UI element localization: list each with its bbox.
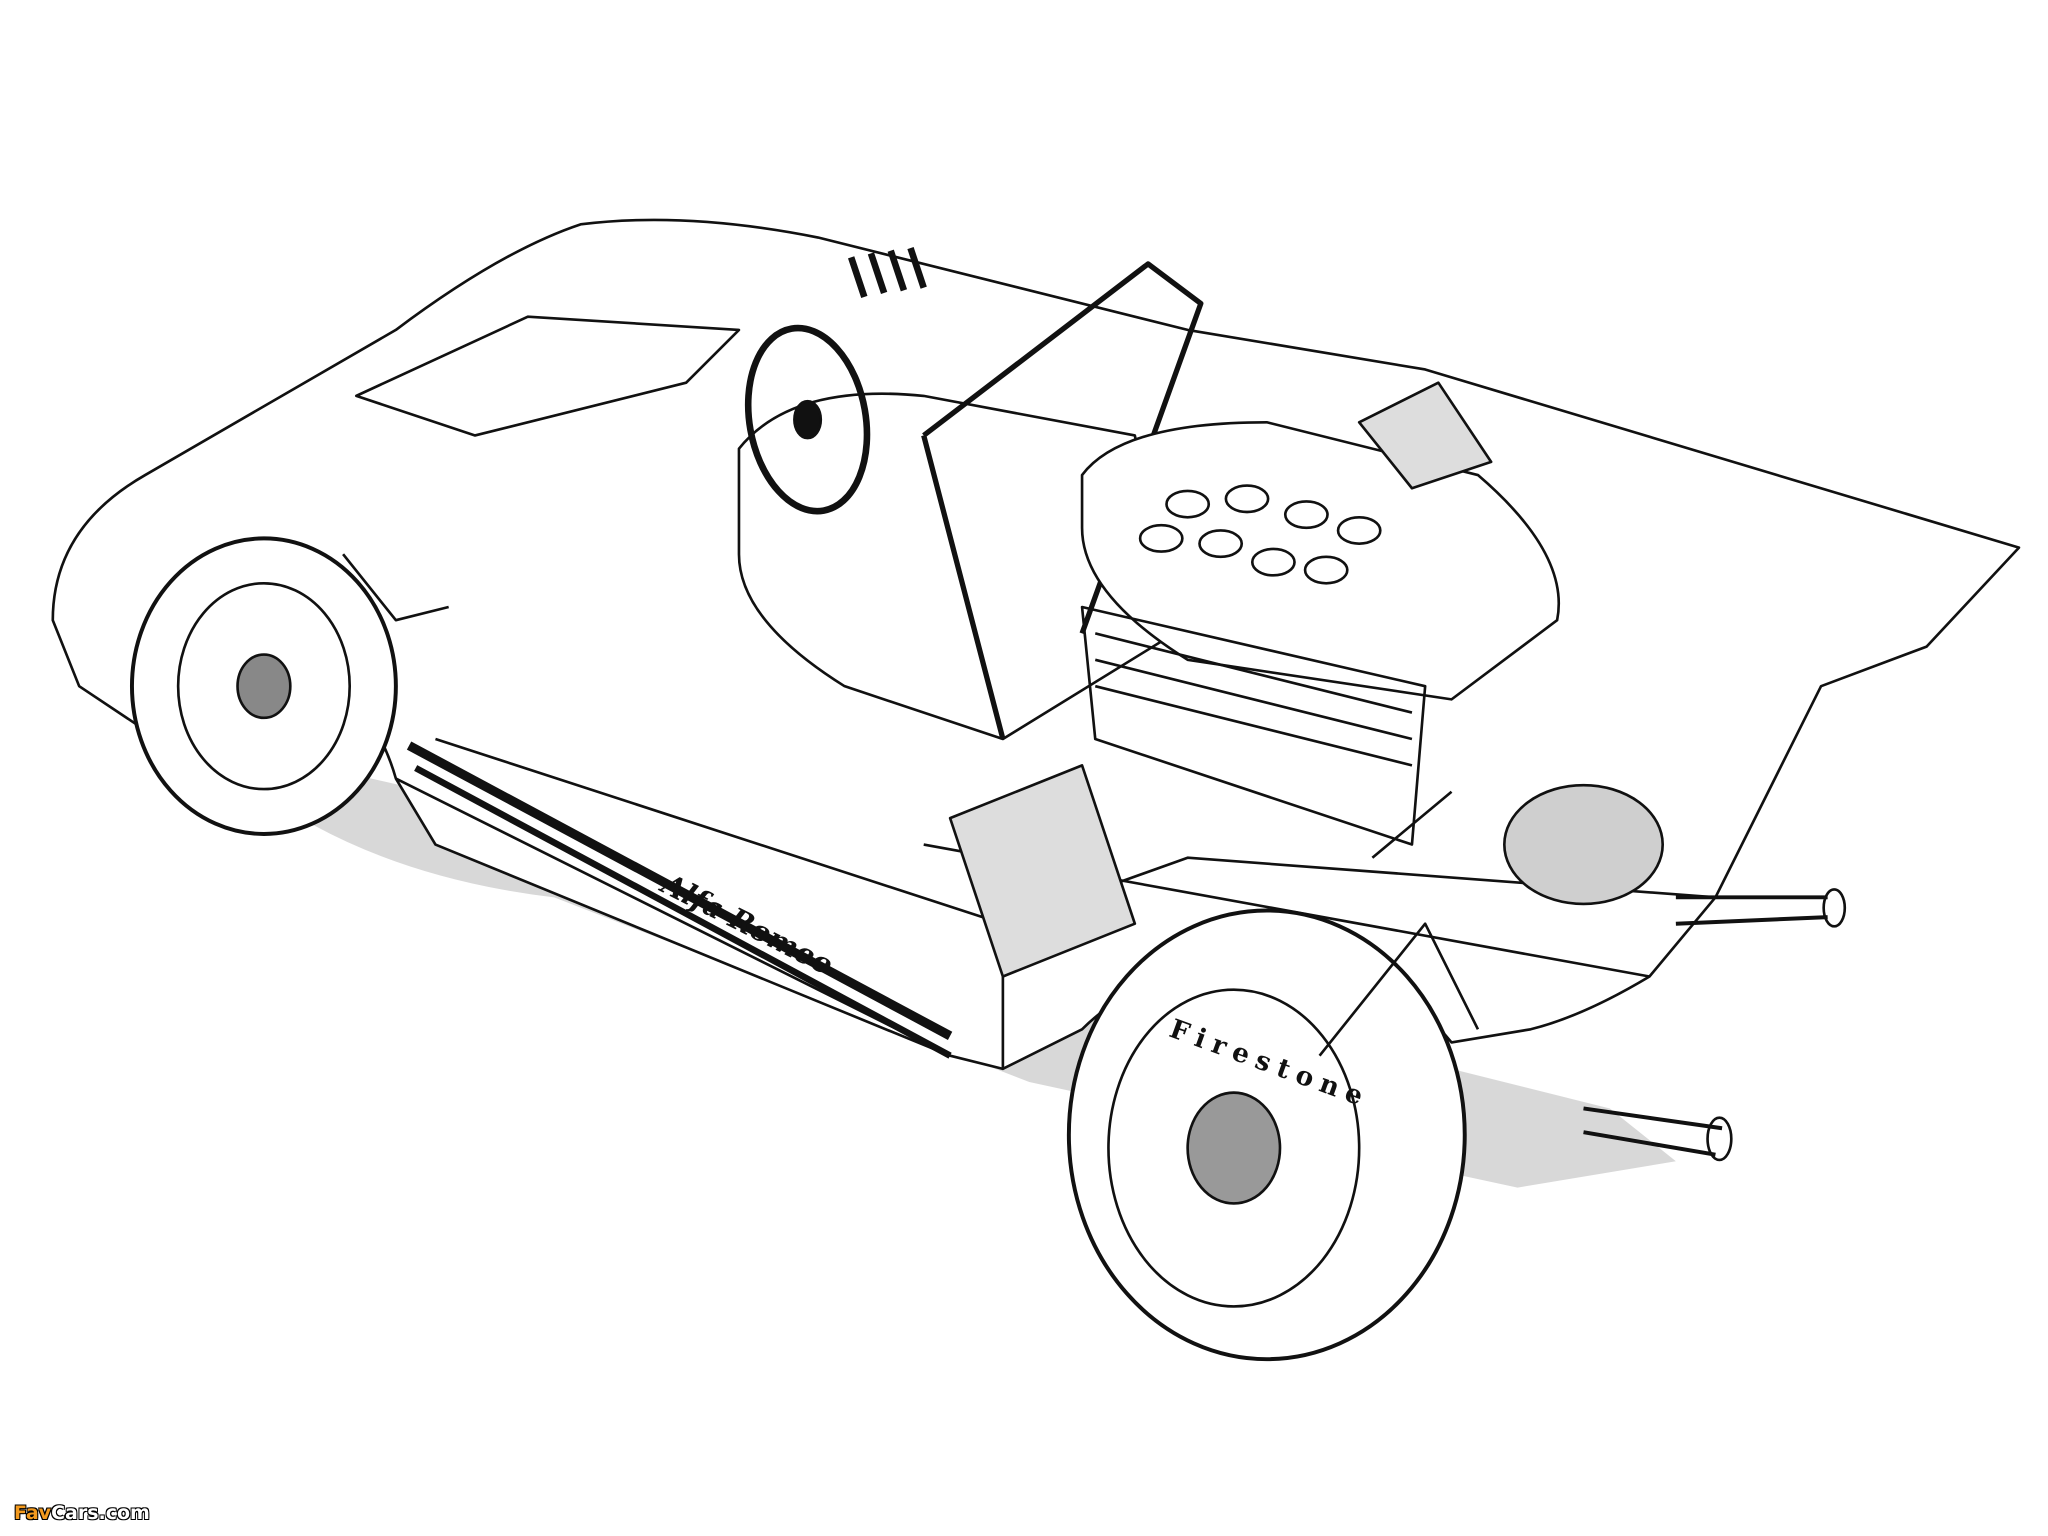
rear-wheel: [1066, 908, 1467, 1362]
exhaust-tip: [1822, 888, 1847, 928]
front-wheel: [129, 536, 398, 836]
engine-block: [1080, 605, 1427, 846]
watermark-cars: Cars.com: [51, 1502, 150, 1524]
intake-trumpets: [1138, 484, 1382, 585]
exhaust-pipe: [1583, 1106, 1723, 1157]
steering-wheel: [744, 324, 871, 515]
exhaust-tip: [1706, 1116, 1733, 1162]
side-stripe: [414, 765, 952, 1059]
radiator: [948, 764, 1137, 978]
air-vent: [848, 247, 927, 298]
exhaust-pipe: [1675, 895, 1828, 926]
front-hood-panel: [354, 315, 741, 437]
suspension: [342, 553, 1480, 1057]
side-stripe: [406, 741, 953, 1040]
watermark-fav: Fav: [14, 1502, 52, 1524]
engine-cover: [1080, 420, 1561, 701]
gearbox: [1503, 783, 1664, 906]
radiator: [1357, 381, 1493, 490]
favcars-watermark: FavCars.com: [14, 1502, 150, 1524]
